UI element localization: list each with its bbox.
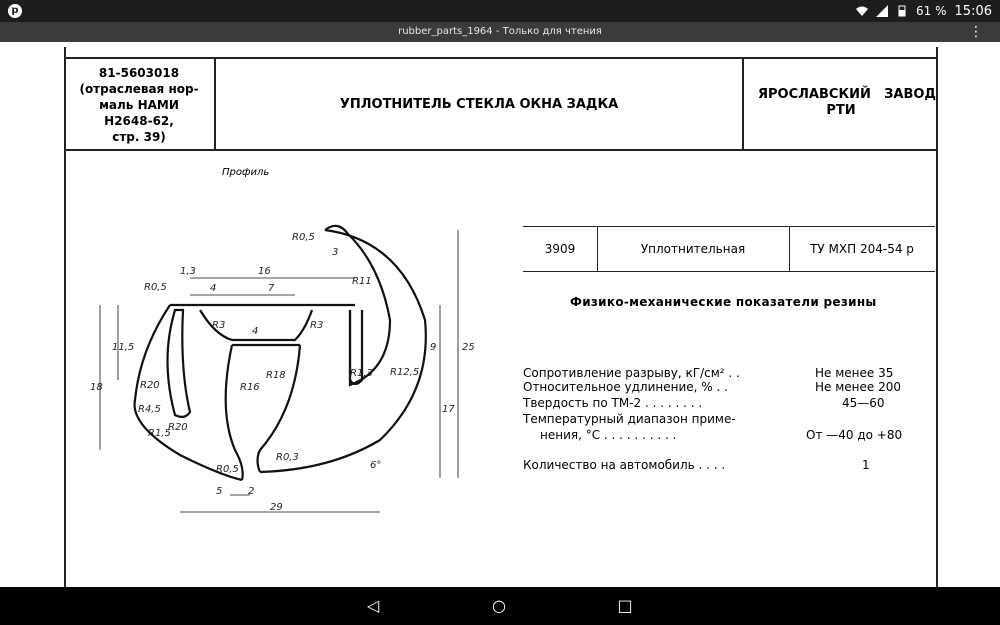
dim-label: 29 [270,502,283,513]
part-title: УПЛОТНИТЕЛЬ СТЕКЛА ОКНА ЗАДКА [216,59,744,149]
dim-label: R3 [310,320,323,331]
dim-label: 2 [248,486,254,497]
dim-label: R18 [266,370,286,381]
navigation-bar: ◁ ○ □ [0,587,1000,625]
spec-number: 3909 [523,227,598,271]
dim-label: 9 [430,342,436,353]
dim-label: 25 [462,342,475,353]
spec-table-row: 3909 Уплотнительная ТУ МХП 204-54 р [523,226,935,272]
header-rule [64,150,936,151]
property-label: нения, °С . . . . . . . . . . [540,428,677,442]
back-button[interactable]: ◁ [366,596,380,615]
code-line: Н2648-62, [104,114,174,128]
dim-label: R16 [240,382,260,393]
property-value: От —40 до +80 [806,428,903,442]
dim-label: R20 [168,422,188,433]
spec-tu: ТУ МХП 204-54 р [810,242,914,256]
document-title: rubber_parts_1964 - Только для чтения [398,26,602,37]
dim-label: 1,3 [180,266,196,277]
part-code-cell: 81-5603018 (отраслевая нор- маль НАМИ Н2… [64,59,216,149]
dim-label: R4,5 [138,404,161,415]
manufacturer-cell: ЯРОСЛАВСКИЙ ЗАВОД РТИ [746,59,936,149]
property-value: 1 [862,458,870,472]
dimension-labels: R0,5 3 1,3 16 R0,5 4 7 R11 R3 R3 4 11,5 … [90,232,475,513]
header-table: 81-5603018 (отраслевая нор- маль НАМИ Н2… [64,57,936,151]
dim-label: R0,5 [144,282,167,293]
dim-label: R1,3 [350,368,373,379]
dim-label: 18 [90,382,103,393]
property-label: Относительное удлинение, % . . [523,380,728,394]
profile-svg: R0,5 3 1,3 16 R0,5 4 7 R11 R3 R3 4 11,5 … [90,224,475,513]
code-line: стр. 39) [112,130,166,144]
dim-label: R12,5 [390,367,419,378]
overflow-menu-icon[interactable]: ⋮ [969,24,983,40]
document-title-bar: rubber_parts_1964 - Только для чтения ⋮ [0,22,1000,42]
dim-label: 6° [370,460,381,471]
dim-label: R1,5 [148,428,171,439]
profile-label: Профиль [222,167,270,178]
spec-type: Уплотнительная [597,227,790,271]
status-right: 61 % 15:06 [856,0,992,22]
signal-icon [876,5,889,17]
battery-percent: 61 % [916,4,947,18]
recent-apps-button[interactable]: □ [617,596,633,615]
code-line: (отраслевая нор- [79,82,199,96]
dim-label: R0,5 [216,464,239,475]
maker-name: ЯРОСЛАВСКИЙ [758,87,871,102]
dim-label: 16 [258,266,271,277]
code-line: 81-5603018 [98,66,180,80]
pinterest-icon: p [8,4,22,18]
dim-label: 4 [210,283,216,294]
dim-label: 4 [252,326,258,337]
home-button[interactable]: ○ [492,596,506,615]
property-value: 45—60 [842,396,885,410]
properties-title: Физико-механические показатели резины [570,295,877,309]
dim-label: 3 [332,247,338,258]
dim-label: R0,5 [292,232,315,243]
profile-drawing: R0,5 3 1,3 16 R0,5 4 7 R11 R3 R3 4 11,5 … [80,150,520,530]
dimension-lines [99,230,459,513]
property-label: Сопротивление разрыву, кГ/см² . . [523,366,740,380]
property-label: Количество на автомобиль . . . . [523,458,726,472]
profile-outline [133,224,427,482]
document-page[interactable]: 81-5603018 (отраслевая нор- маль НАМИ Н2… [0,42,1000,587]
battery-icon [898,5,906,17]
dim-label: R3 [212,320,225,331]
dim-label: R20 [140,380,160,391]
code-line: маль НАМИ [99,98,179,112]
dim-label: R11 [352,276,372,287]
maker-sub: РТИ [826,103,856,118]
clock: 15:06 [954,3,992,19]
dim-label: 17 [442,404,455,415]
dim-label: 11,5 [112,342,134,353]
dim-label: 7 [268,283,275,294]
property-value: Не менее 35 [815,366,894,380]
property-label: Температурный диапазон приме- [523,412,736,426]
dim-label: 5 [216,486,222,497]
status-bar: p 61 % 15:06 [0,0,1000,22]
property-label: Твердость по ТМ-2 . . . . . . . . [523,396,703,410]
dim-label: R0,3 [276,452,299,463]
maker-name-2: ЗАВОД [884,87,936,102]
wifi-icon [856,6,869,16]
page-frame [64,47,938,587]
property-value: Не менее 200 [815,380,901,394]
